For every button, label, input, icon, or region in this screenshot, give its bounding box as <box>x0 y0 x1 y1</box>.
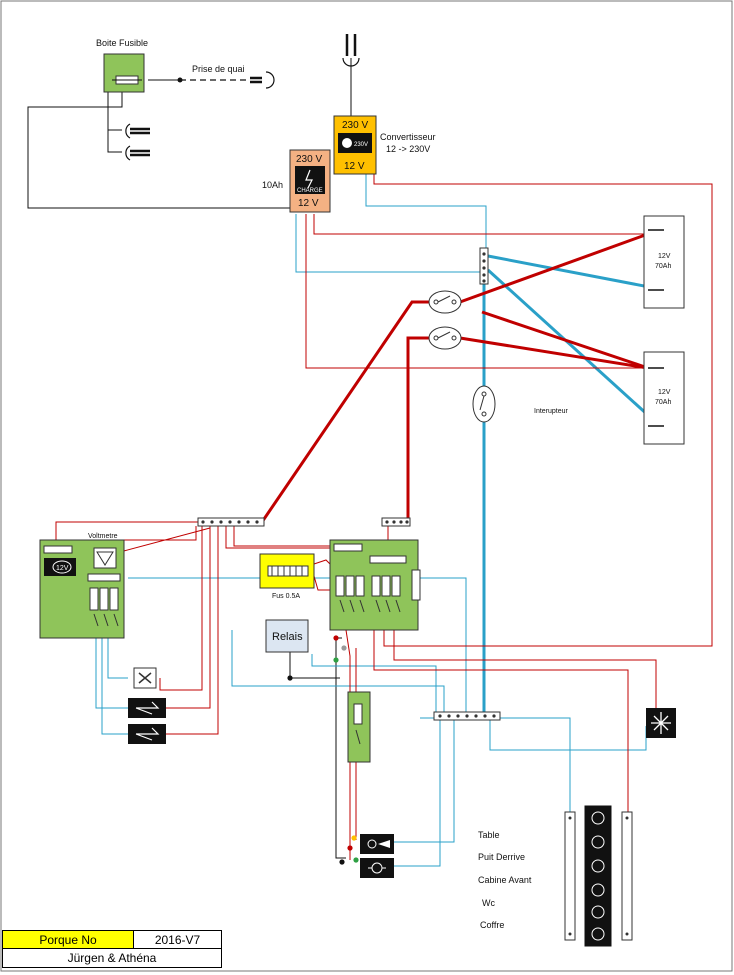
charger-ac-label: 230 V <box>296 154 322 165</box>
switch-label: Interupteur <box>534 408 569 415</box>
voltmeter-label: Voltmetre <box>88 533 118 540</box>
light-control-dots <box>339 835 359 865</box>
inverter-dc-label: 12 V <box>344 161 365 172</box>
light-label-well: Puit Derrive <box>478 852 525 862</box>
nav-light-2-icon <box>128 724 166 744</box>
light-bus-bars <box>564 811 633 941</box>
relay-contacts <box>287 635 347 681</box>
socket-1-icon <box>125 123 150 139</box>
battery-switch-2-icon <box>428 326 462 350</box>
main-switch-icon <box>472 385 496 423</box>
snowflake-icon <box>646 708 676 738</box>
light-switch-stack <box>584 805 612 947</box>
spotlight-icon <box>360 834 394 854</box>
fuse-0-5a <box>259 553 315 589</box>
charger-dc-label: 12 V <box>298 198 319 209</box>
terminal-strip-top <box>479 247 489 285</box>
battery-1-capacity: 70Ah <box>655 263 671 270</box>
shore-plug-icon <box>250 71 275 89</box>
relay-label: Relais <box>272 631 303 643</box>
battery-2-capacity: 70Ah <box>655 399 671 406</box>
battery-1: 12V 70Ah <box>643 215 685 309</box>
shore-junction-dot <box>177 77 183 83</box>
inverter-badge: 230V <box>354 142 368 148</box>
inverter-ratio-label: 12 -> 230V <box>386 144 430 154</box>
project-authors: Jürgen & Athéna <box>3 949 221 967</box>
light-label-locker: Coffre <box>480 920 504 930</box>
positive-main-bus <box>260 232 649 523</box>
battery-2-voltage: 12V <box>658 389 671 396</box>
project-name: Porque No <box>3 931 134 948</box>
fuse-box: Boite Fusible <box>96 38 148 93</box>
negative-terminal-bar <box>433 711 501 721</box>
interior-light-icon <box>360 858 394 878</box>
light-label-table: Table <box>478 830 500 840</box>
positive-wires <box>55 174 713 860</box>
fan-icon <box>133 667 157 689</box>
inverter: 230 V 230V 12 V <box>333 115 377 175</box>
shore-power-label: Prise de quai <box>192 64 245 74</box>
project-version: 2016-V7 <box>134 931 221 948</box>
negative-wires <box>95 174 647 867</box>
positive-terminal-bar-right <box>381 517 411 527</box>
inline-fuse-holder <box>347 691 371 763</box>
ac-outlet-icon <box>342 34 360 67</box>
positive-terminal-bar-left <box>197 517 265 527</box>
voltmeter-panel: 12V <box>39 539 125 639</box>
charger-rating-label: 10Ah <box>262 180 283 190</box>
battery-2: 12V 70Ah <box>643 351 685 445</box>
light-label-wc: Wc <box>482 898 495 908</box>
main-distribution-panel <box>329 539 421 631</box>
light-label-cabin: Cabine Avant <box>478 875 532 885</box>
socket-2-icon <box>125 145 150 161</box>
relay: Relais <box>265 619 309 653</box>
fuse-box-label: Boite Fusible <box>96 38 148 48</box>
inverter-ac-label: 230 V <box>342 120 368 131</box>
panel-badge: 12V <box>56 565 69 572</box>
battery-1-voltage: 12V <box>658 253 671 260</box>
black-wires <box>27 58 352 859</box>
nav-light-1-icon <box>128 698 166 718</box>
title-block: Porque No 2016-V7 Jürgen & Athéna <box>2 930 222 968</box>
battery-switch-1-icon <box>428 290 462 314</box>
fuse-label: Fus 0.5A <box>272 593 300 600</box>
inverter-label: Convertisseur <box>380 132 436 142</box>
negative-main-bus <box>482 254 666 714</box>
charger-badge: CHARGE <box>297 188 323 194</box>
charger: 230 V CHARGE 12 V <box>289 149 331 213</box>
